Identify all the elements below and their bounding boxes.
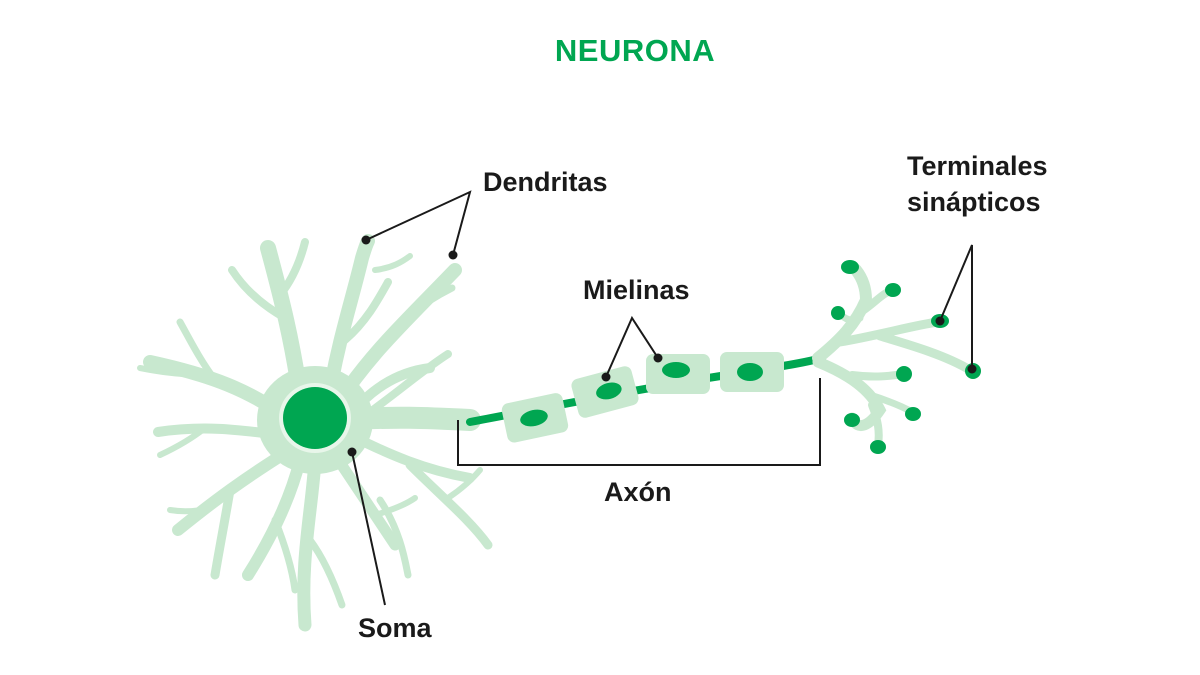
terminal-bulb [896,366,912,382]
terminal-bulb [844,413,860,427]
synaptic-terminals [831,260,981,454]
dendritas-leader [365,190,472,256]
soma-leader [351,451,386,606]
leader-dots [347,235,977,457]
label-terminales-line2: sinápticos [907,187,1041,217]
terminal-bulb [870,440,886,454]
axon-bracket [457,378,821,466]
myelin-nucleus [737,363,763,381]
myelin-nucleus [596,382,622,400]
mielinas-leader [605,315,659,378]
label-mielinas: Mielinas [583,275,690,305]
myelin-sheaths [501,352,784,443]
myelin-nucleus [662,362,690,378]
terminal-branches [812,264,975,449]
terminal-bulb [831,306,845,320]
label-dendritas: Dendritas [483,167,608,197]
terminal-bulb [885,283,901,297]
terminal-bulb [841,260,859,274]
terminal-bulb [905,407,921,421]
leader-lines [351,190,973,606]
nucleus [283,387,347,449]
diagram-title: NEURONA [554,33,716,68]
terminales-leader [939,244,973,369]
myelin-nucleus [520,409,548,427]
label-terminales-line1: Terminales [907,151,1048,181]
label-axon: Axón [604,477,672,507]
label-soma: Soma [358,613,432,643]
